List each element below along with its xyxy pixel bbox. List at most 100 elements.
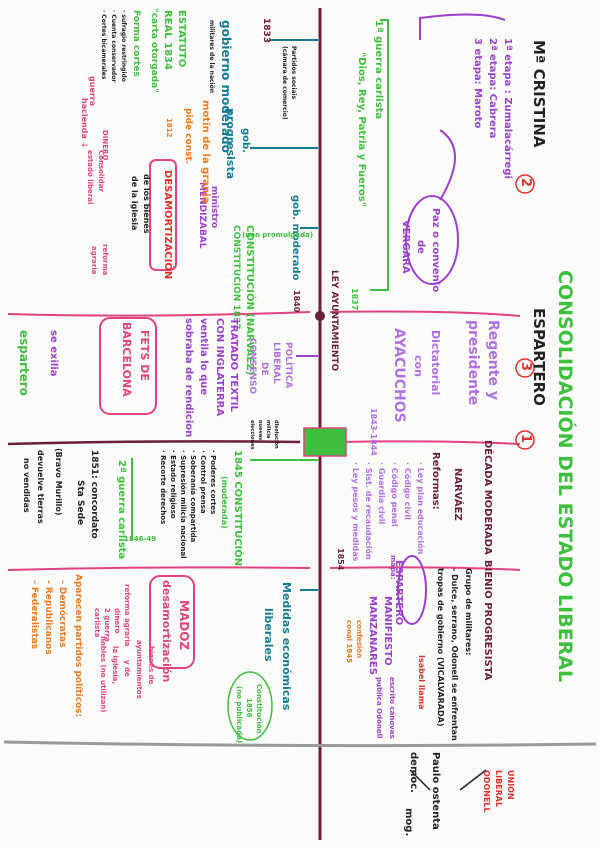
- label-devuelve: devuelve tierras: [36, 450, 45, 524]
- label-motin1: motín de la granja: [200, 100, 211, 204]
- label-bienes4: la iglesia,: [111, 646, 119, 685]
- label-grupo3: tropas de gobierno (VICALVARADA): [436, 568, 445, 727]
- label-confesion: confesión: [355, 620, 363, 659]
- label-medidas1: Medidas económicas: [280, 582, 293, 711]
- label-regente2: presidente: [465, 320, 481, 406]
- label-ref5: · Sist. de recaudación: [364, 462, 373, 560]
- divider-1854: [7, 566, 521, 571]
- label-fets2: BARCELONA: [120, 322, 133, 397]
- label-politica3: DE: [259, 362, 269, 376]
- label-paulo: Paulo ostenta: [430, 752, 441, 830]
- label-poderes6: · Recorte derechos: [159, 450, 167, 525]
- box-desamortizacion: [149, 159, 177, 271]
- label-num1: 1: [518, 434, 533, 444]
- label-madoz1: MADOZ: [177, 600, 191, 651]
- circle-num-1: [515, 430, 535, 450]
- label-reformas: Reformas:: [430, 452, 441, 510]
- label-concordato1: 1851: concordato: [89, 450, 99, 539]
- label-gobprog2: progresista: [224, 108, 237, 180]
- label-narvaez: NARVÁEZ: [452, 468, 463, 521]
- label-y1846: 1846-49: [124, 535, 157, 543]
- divider-bottom: [3, 740, 597, 748]
- label-hacienda1: hacienda ↓: [80, 98, 89, 149]
- label-federalistas: - Federalistas: [29, 580, 39, 650]
- label-guerra1: 1ª guerra carlista: [373, 20, 384, 120]
- label-confesion2: conal 1845: [345, 620, 353, 663]
- label-y1833: 1833: [261, 18, 271, 44]
- label-y1840: 1840: [292, 290, 301, 313]
- label-aparecen: Aparecen partidos políticos:: [73, 574, 83, 718]
- label-tratado3: ventila lo que: [198, 318, 209, 396]
- label-mog: mog.: [403, 808, 414, 837]
- label-mapa: mapa:: [389, 555, 397, 580]
- label-estatuto2: REAL 1834: [162, 10, 173, 70]
- label-ref2: · Código civil: [403, 462, 412, 520]
- label-motin2: pide const.: [183, 108, 193, 165]
- label-guerra2: 2ª guerra carlista: [116, 460, 127, 560]
- label-narvaezc2: CONSTITUCIÓN 1837: [231, 225, 241, 330]
- label-politica2: LIBERAL: [271, 342, 281, 384]
- label-ref3: · Código penal: [390, 462, 399, 527]
- box-madoz: [149, 575, 195, 669]
- label-consolidar1: Consolidar: [97, 150, 105, 192]
- label-pazconv2: de: [415, 240, 426, 254]
- label-poderes5: · Estado religioso: [169, 450, 177, 519]
- label-bienes3: y de: [123, 660, 131, 677]
- label-bienio: BIENIO PROGRESISTA: [482, 560, 493, 681]
- label-delos2: de la iglesia: [130, 176, 139, 231]
- label-vicalvarada: Isabel llama: [417, 655, 426, 710]
- label-y1854: 1854: [336, 548, 345, 571]
- label-dinero4: carlista: [93, 608, 101, 638]
- label-num3: 3: [518, 362, 533, 372]
- divider-1844: [7, 440, 301, 446]
- label-constit1856c: (no publicada): [235, 686, 243, 744]
- label-delos1: de los bienes: [142, 174, 151, 234]
- label-manifiesto1: MANIFIESTO: [382, 596, 393, 666]
- label-sufragio3: · Cortes bicamerales: [100, 10, 107, 80]
- label-y1812: 1812: [165, 118, 173, 138]
- label-democ: democ.: [408, 752, 419, 793]
- label-dictatorial: Dictatorial: [429, 330, 442, 396]
- cloud-vergara: [405, 195, 459, 285]
- label-ref6: · Ley pesos y medidas: [351, 462, 360, 562]
- label-etapas2: 2ª etapa: Cabrera: [487, 38, 498, 139]
- label-poderes2: · Control prensa: [199, 450, 207, 514]
- divider-1844-right: [339, 440, 521, 445]
- divider-1840: [7, 310, 521, 317]
- label-tratado4: sobraba de rendicion: [183, 318, 194, 438]
- label-gobprog1: gob.: [240, 128, 251, 153]
- label-y1837: 1837: [350, 288, 359, 311]
- label-reforma1: reforma: [101, 244, 109, 276]
- label-bravo: (Bravo Murillo): [54, 448, 63, 516]
- label-fets1: FETS DE: [138, 330, 151, 381]
- label-politica4: CONSENSO: [247, 338, 257, 395]
- timeline-dot-1840: [315, 311, 325, 321]
- label-bienes2: ayuntamientos: [135, 640, 143, 699]
- label-y1843: 1843-1844: [369, 408, 378, 456]
- label-consolidar2: estado liberal: [86, 150, 94, 205]
- label-union3: ODONELL: [482, 770, 491, 813]
- label-disolucion4: elecciones: [249, 420, 255, 450]
- label-title: CONSOLIDACIÓN DEL ESTADO LIBERAL: [554, 270, 576, 683]
- arrow-odonell: [409, 769, 487, 791]
- label-militares: militares de la nación: [208, 20, 215, 94]
- label-concordato2: Sta Sede: [75, 480, 85, 526]
- label-tratado2: CON INGLATERRA: [214, 318, 225, 417]
- label-espartero: ESPARTERO: [530, 308, 548, 406]
- label-poderes4: · Supresión milicia nacional: [179, 450, 187, 559]
- label-madoz2: desamortización: [160, 580, 173, 683]
- label-escrito2: publica Odonell: [375, 677, 383, 739]
- label-disolucion2: milicia: [265, 420, 271, 439]
- label-union2: LIBERAL: [494, 770, 503, 808]
- label-ref1: · Ley plan educación: [416, 462, 425, 555]
- label-estatuto1: ESTATUTO: [176, 10, 187, 68]
- label-const1845b: (moderada): [220, 476, 229, 529]
- label-democratas: - Demócratas: [57, 580, 67, 648]
- label-num2: 2: [518, 178, 533, 188]
- label-reforma3: reforma agraria: [123, 584, 131, 647]
- label-bienes5: nobles (no utilizan): [99, 636, 107, 713]
- label-espartero3: espartero: [17, 330, 31, 396]
- label-bienes1: bienes de: [147, 646, 155, 685]
- label-republicanos: - Republicanos: [43, 580, 53, 655]
